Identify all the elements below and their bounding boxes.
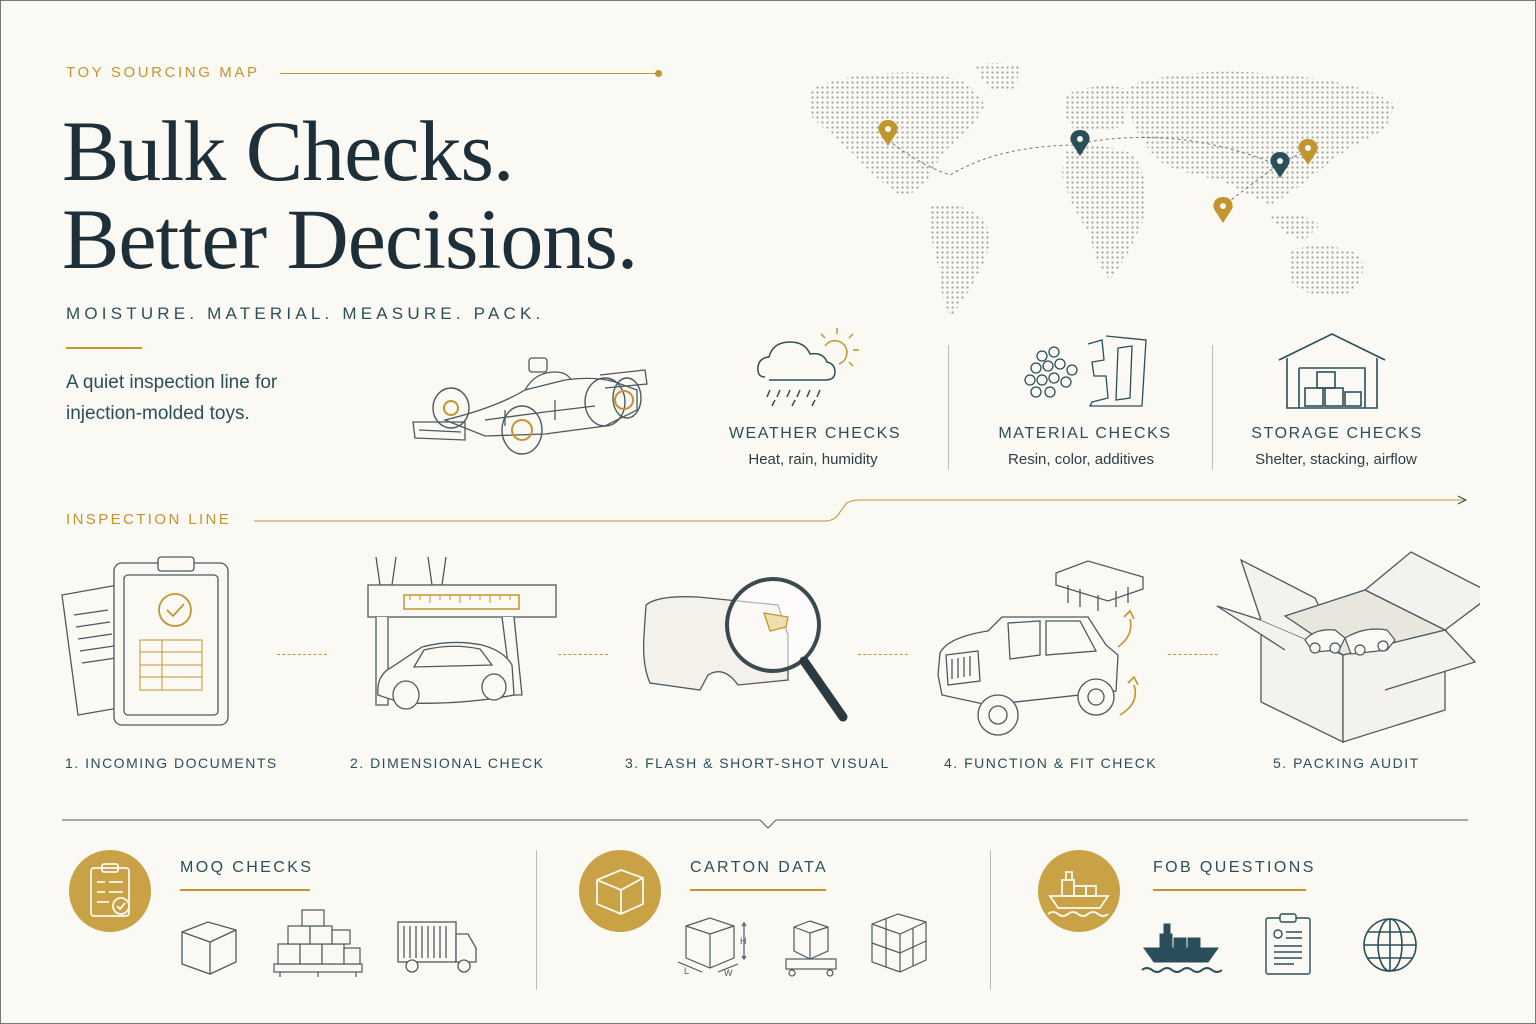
svg-text:L: L	[684, 966, 689, 976]
truck-icon	[397, 921, 477, 973]
step-connector	[277, 654, 327, 655]
eyebrow-rule	[280, 73, 660, 74]
weather-icon	[757, 328, 859, 407]
race-car-icon	[412, 357, 648, 455]
carton-stack-icon	[871, 913, 927, 973]
feature-subtitle-material: Resin, color, additives	[1008, 451, 1154, 468]
feature-divider	[1212, 345, 1213, 470]
step-connector	[1168, 654, 1218, 655]
step-label-2: 2. DIMENSIONAL CHECK	[350, 755, 545, 771]
category-circle-moq	[69, 850, 151, 932]
africa	[1062, 146, 1147, 280]
map-pins	[878, 120, 1318, 223]
cargo-ship-icon	[1047, 871, 1110, 917]
headline-line-1: Bulk Checks.	[62, 103, 514, 199]
document-icon	[1265, 913, 1311, 975]
scale-box-icon	[785, 920, 837, 977]
indonesia	[1270, 213, 1320, 240]
resin-pellets-icon	[1024, 335, 1147, 407]
globe-icon	[1363, 918, 1417, 972]
step-label-1: 1. INCOMING DOCUMENTS	[65, 755, 278, 771]
europe	[1063, 86, 1130, 132]
category-title-fob: FOB QUESTIONS	[1153, 859, 1316, 876]
eyebrow-dot	[655, 70, 662, 77]
tagline: MOISTURE. MATERIAL. MEASURE. PACK.	[66, 304, 545, 323]
eyebrow-label: TOY SOURCING MAP	[66, 64, 260, 81]
feature-title-weather: WEATHER CHECKS	[728, 425, 902, 442]
feature-title-material: MATERIAL CHECKS	[998, 425, 1172, 442]
category-title-carton: CARTON DATA	[690, 859, 829, 876]
section-divider	[62, 819, 1468, 829]
step-label-4: 4. FUNCTION & FIT CHECK	[944, 755, 1158, 771]
world-map	[810, 62, 1395, 317]
carton-dimensions-icon: H L W	[677, 917, 747, 978]
caliper-car-icon	[367, 556, 557, 710]
category-rule	[690, 889, 826, 891]
category-rule	[180, 889, 310, 891]
south-america	[929, 204, 989, 317]
step-connector	[558, 654, 608, 655]
box-icon	[181, 921, 237, 975]
description-line-2: injection-molded toys.	[66, 403, 250, 424]
warehouse-icon	[1278, 333, 1386, 409]
step-label-5: 5. PACKING AUDIT	[1273, 755, 1420, 771]
description-line-1: A quiet inspection line for	[66, 372, 278, 393]
step-connector	[858, 654, 908, 655]
australia	[1290, 246, 1363, 296]
feature-subtitle-weather: Heat, rain, humidity	[748, 451, 878, 468]
category-title-moq: MOQ CHECKS	[180, 859, 314, 876]
ship-icon	[1141, 923, 1222, 973]
category-rule	[1153, 889, 1306, 891]
pallet-boxes-icon	[273, 909, 363, 977]
open-carton-icon	[1216, 551, 1480, 744]
category-divider	[990, 850, 991, 990]
clipboard-documents-icon	[61, 556, 229, 726]
svg-text:W: W	[724, 968, 733, 978]
jeep-fit-icon	[937, 560, 1144, 736]
inspection-line-label: INSPECTION LINE	[66, 511, 232, 528]
inspection-line-rule	[254, 495, 1468, 522]
feature-title-storage: STORAGE CHECKS	[1251, 425, 1423, 442]
magnifier-part-icon	[642, 577, 848, 722]
north-america	[810, 72, 985, 195]
feature-subtitle-storage: Shelter, stacking, airflow	[1255, 451, 1417, 468]
carton-icon	[596, 869, 644, 915]
feature-divider	[948, 345, 949, 470]
step-label-3: 3. FLASH & SHORT-SHOT VISUAL	[625, 755, 890, 771]
category-divider	[536, 850, 537, 990]
category-circle-carton	[579, 850, 661, 932]
category-circle-fob	[1038, 850, 1120, 932]
clipboard-check-icon	[90, 863, 130, 917]
headline-line-2: Better Decisions.	[62, 191, 638, 287]
asia	[1130, 71, 1395, 206]
svg-text:H: H	[740, 936, 747, 946]
tagline-rule	[66, 347, 142, 349]
greenland	[975, 62, 1020, 92]
